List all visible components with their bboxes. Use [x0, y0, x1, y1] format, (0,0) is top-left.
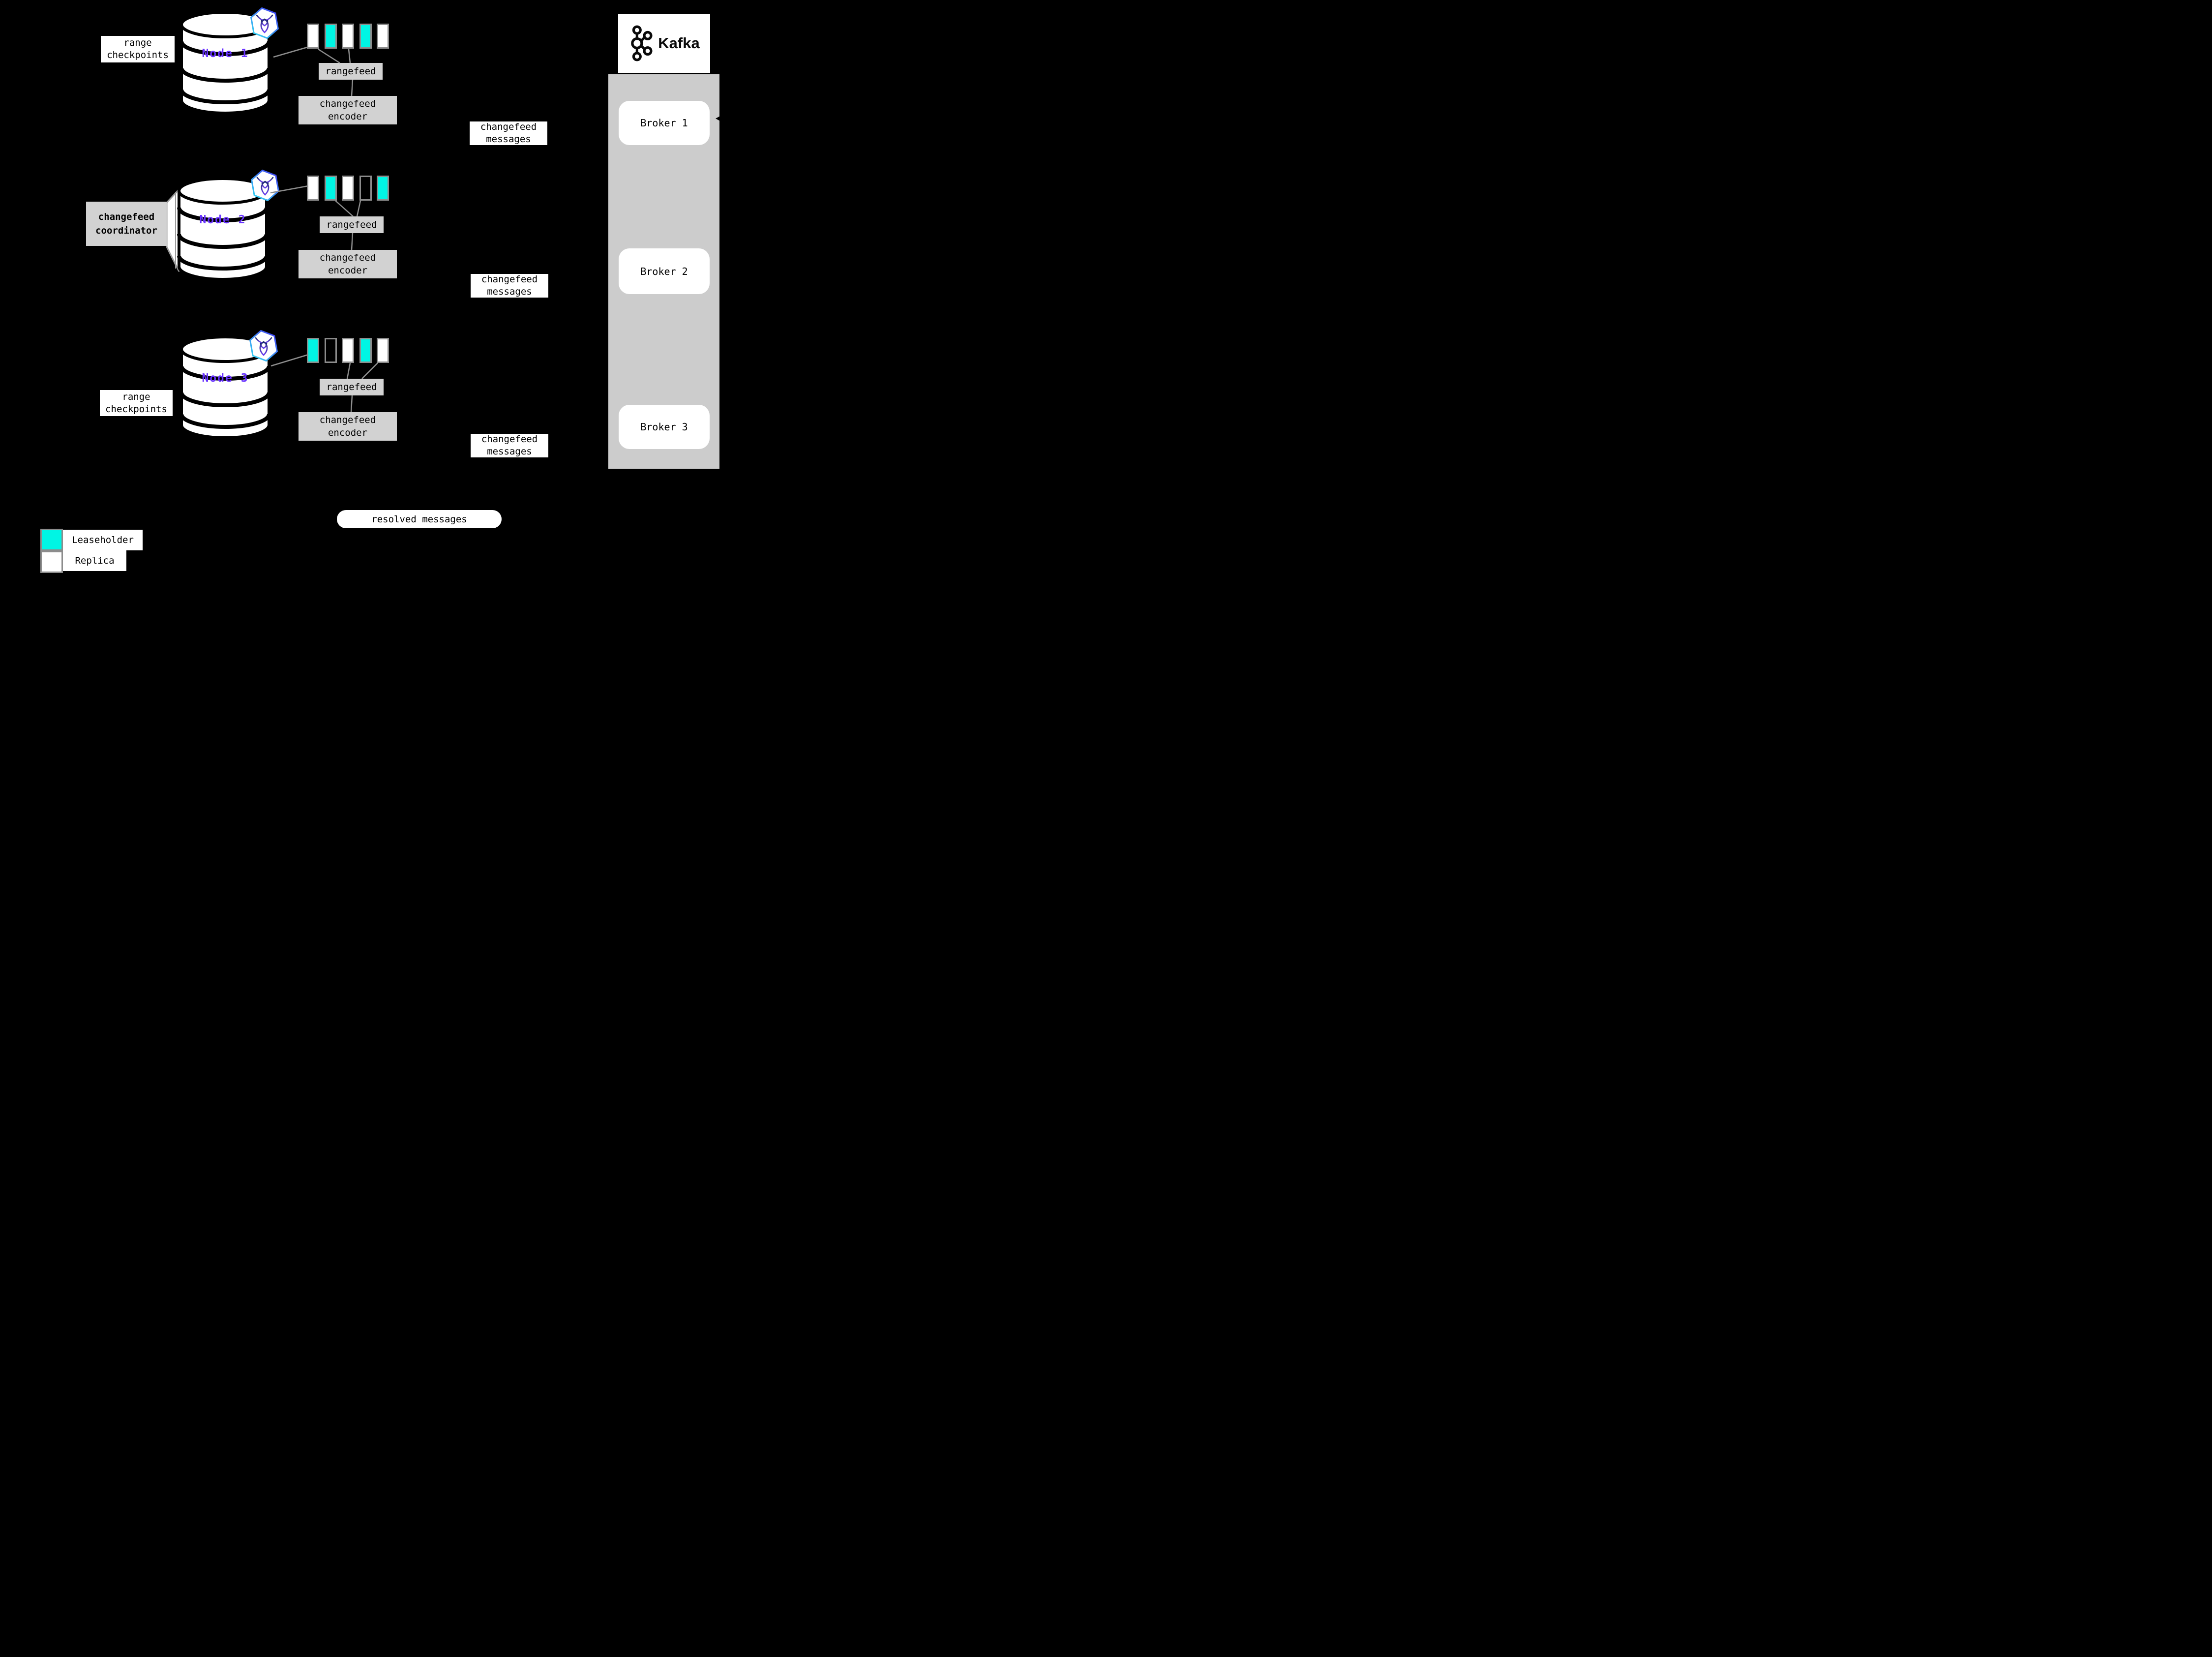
node-2-rangefeed-box: rangefeed: [320, 216, 384, 233]
messages-line2: messages: [487, 286, 532, 297]
messages-line1: changefeed: [480, 121, 537, 132]
range-square-leaseholder: [359, 338, 372, 363]
legend-label-text: Replica: [75, 555, 115, 566]
kafka-logo-box: Kafka: [618, 14, 710, 73]
broker-1-label: Broker 1: [640, 117, 688, 129]
broker-1-box: Broker 1: [619, 101, 710, 145]
node-2-changefeed-encoder-box: changefeed encoder: [299, 250, 397, 278]
node-3-label: Node 3: [202, 372, 249, 385]
range-square-replica: [377, 338, 389, 363]
encoder-label-line1: changefeed: [319, 415, 376, 425]
checkpoints-line2: checkpoints: [105, 403, 167, 415]
messages-line2: messages: [487, 446, 532, 457]
range-square-leaseholder: [324, 24, 337, 49]
encoder-label-line2: encoder: [328, 111, 368, 122]
encoder-label-line2: encoder: [328, 427, 368, 438]
changefeed-coordinator-box: changefeed coordinator: [86, 202, 167, 246]
coordinator-line2: coordinator: [95, 225, 157, 236]
node-2-cylinder: Node 2: [176, 177, 269, 281]
messages-line2: messages: [486, 134, 531, 145]
changefeed-architecture-diagram: Node 1 rangefeed changefeed encoder chan…: [0, 0, 771, 577]
checkpoints-line1: range: [123, 37, 152, 48]
range-square-outline: [324, 338, 337, 363]
resolved-messages-pill: resolved messages: [337, 510, 502, 528]
checkpoints-line1: range: [122, 391, 150, 402]
range-square-leaseholder: [377, 176, 389, 201]
legend-label-text: Leaseholder: [72, 535, 134, 545]
rangefeed-label: rangefeed: [326, 382, 377, 392]
legend-replica-label: Replica: [63, 550, 126, 571]
legend-leaseholder-label: Leaseholder: [63, 530, 143, 550]
range-square-leaseholder: [359, 24, 372, 49]
node-3-cylinder: Node 3: [179, 335, 272, 440]
node-1-cylinder: Node 1: [179, 11, 272, 115]
range-square-outline: [359, 176, 372, 201]
range-square-replica: [342, 338, 354, 363]
node-1-label: Node 1: [202, 47, 249, 60]
rangefeed-label: rangefeed: [326, 219, 377, 230]
range-square-replica: [307, 24, 319, 49]
checkpoints-line2: checkpoints: [107, 50, 169, 60]
range-square-leaseholder: [324, 176, 337, 201]
broker-3-label: Broker 3: [640, 421, 688, 433]
node-2-range-row: [307, 176, 389, 201]
changefeed-messages-label-2: changefeed messages: [471, 274, 548, 298]
changefeed-messages-label-3: changefeed messages: [471, 434, 548, 457]
legend-leaseholder-swatch: [40, 529, 63, 551]
range-checkpoints-label-bottom: range checkpoints: [100, 390, 173, 416]
broker-2-box: Broker 2: [619, 248, 710, 294]
node-3-rangefeed-box: rangefeed: [320, 379, 384, 395]
range-square-replica: [307, 176, 319, 201]
range-square-replica: [342, 176, 354, 201]
legend-replica-swatch: [40, 551, 63, 573]
messages-line1: changefeed: [481, 274, 538, 285]
encoder-label-line2: encoder: [328, 265, 368, 276]
encoder-label-line1: changefeed: [319, 98, 376, 109]
coordinator-line1: changefeed: [98, 211, 155, 222]
changefeed-messages-label-1: changefeed messages: [470, 121, 547, 145]
node-1-changefeed-encoder-box: changefeed encoder: [299, 96, 397, 124]
rangefeed-label: rangefeed: [325, 66, 376, 77]
arrowhead-coordinator: [62, 221, 68, 227]
resolved-messages-label: resolved messages: [371, 513, 467, 525]
connector-lines: [62, 46, 722, 413]
node-1-rangefeed-box: rangefeed: [319, 63, 383, 80]
kafka-title: Kafka: [658, 34, 700, 52]
range-checkpoints-label-top: range checkpoints: [101, 36, 175, 62]
broker-2-label: Broker 2: [640, 265, 688, 277]
coordinator-pointer-shape: [166, 187, 180, 272]
broker-3-box: Broker 3: [619, 405, 710, 449]
node-3-changefeed-encoder-box: changefeed encoder: [299, 412, 397, 441]
messages-line1: changefeed: [481, 434, 538, 445]
range-square-replica: [342, 24, 354, 49]
kafka-icon: [631, 25, 653, 61]
node-3-range-row: [307, 338, 389, 363]
encoder-label-line1: changefeed: [319, 252, 376, 263]
range-square-replica: [377, 24, 389, 49]
arrowhead-broker-1: [716, 115, 722, 122]
range-square-leaseholder: [307, 338, 319, 363]
node-2-label: Node 2: [199, 213, 246, 226]
node-1-range-row: [307, 24, 389, 49]
